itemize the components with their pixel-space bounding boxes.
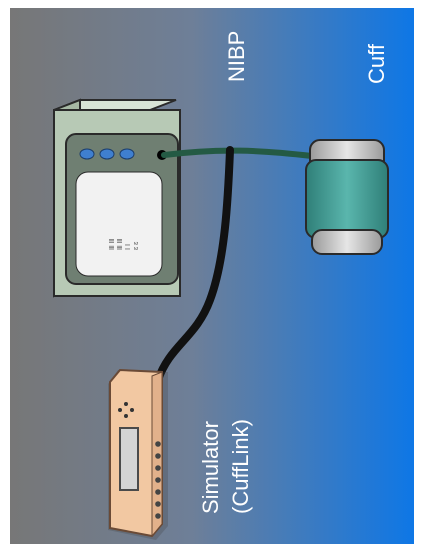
monitor-button-1 (80, 149, 94, 159)
monitor-screen-line-1: Ⅲ Ⅲ (109, 238, 116, 250)
label-simulator: Simulator (198, 421, 223, 514)
monitor-screen-line-4: ɛ ɛ (133, 241, 140, 250)
monitor-button-2 (100, 149, 114, 159)
simulator-display (120, 428, 138, 490)
nibp-monitor: Ⅲ Ⅲ Ⅲ Ⅲ Ⅰ Ⅰ ɛ ɛ (54, 100, 180, 296)
monitor-screen-line-2: Ⅲ Ⅲ (117, 238, 124, 250)
monitor-button-3 (120, 149, 134, 159)
label-nibp: NIBP (224, 31, 249, 82)
simulator-device (108, 370, 168, 540)
monitor-screen-line-3: Ⅰ Ⅰ (125, 244, 132, 250)
label-simulator-subtitle: (CuffLink) (228, 419, 253, 514)
cuff (306, 140, 388, 254)
monitor-screen (76, 172, 162, 276)
label-cuff: Cuff (364, 43, 389, 84)
